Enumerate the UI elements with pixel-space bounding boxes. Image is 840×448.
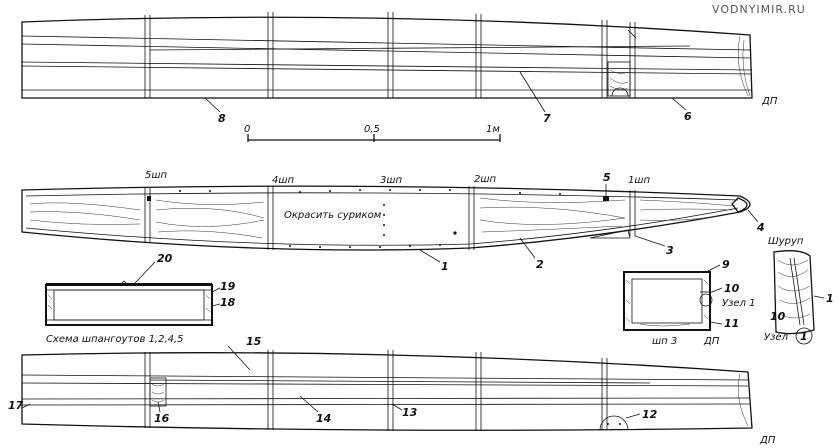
part-label-2: 2 — [536, 258, 544, 271]
part-label-6: 6 — [684, 110, 692, 123]
schema-caption: Схема шпангоутов 1,2,4,5 — [46, 334, 184, 345]
frame-label-3: 3шп — [380, 175, 403, 186]
part-label-10-node: 10 — [770, 310, 786, 323]
node-number-circle — [795, 327, 813, 345]
scale-tick-half: 0,5 — [364, 124, 380, 135]
dp-label-bottom: ДП — [759, 435, 776, 446]
bottom-hull-view — [21, 350, 753, 431]
watermark: VODNYIMIR.RU — [712, 3, 806, 16]
part-label-19: 19 — [220, 280, 236, 293]
part-label-14: 14 — [316, 412, 331, 425]
frame-label-5: 5шп — [145, 170, 168, 181]
frame-schema — [45, 280, 213, 326]
part-label-18: 18 — [220, 296, 236, 309]
part-label-9: 9 — [722, 258, 730, 271]
screw-label: Шуруп — [768, 236, 804, 247]
paint-note: Окрасить суриком — [284, 210, 382, 221]
scale-tick-1m: 1м — [486, 124, 500, 135]
part-label-1-node: 1 — [826, 292, 834, 305]
part-label-15: 15 — [246, 335, 262, 348]
part-label-8: 8 — [218, 112, 226, 125]
part-label-17: 17 — [8, 399, 24, 412]
part-label-3: 3 — [666, 244, 674, 257]
dp-label-frame3: ДП — [703, 336, 720, 347]
dp-label-top: ДП — [761, 96, 778, 107]
plan-view — [21, 185, 751, 251]
part-label-1-plan: 1 — [441, 260, 449, 273]
frame-label-1: 1шп — [628, 175, 651, 186]
part-label-10: 10 — [724, 282, 740, 295]
rivet-marks — [179, 189, 561, 248]
node-1-detail — [773, 250, 815, 335]
part-label-12: 12 — [642, 408, 658, 421]
frame-3-caption: шп 3 — [652, 336, 677, 347]
frame-3-detail — [623, 271, 713, 331]
part-label-5: 5 — [603, 171, 611, 184]
scale-tick-0: 0 — [244, 124, 250, 135]
frame-label-4: 4шп — [272, 175, 295, 186]
node-number: 1 — [800, 330, 808, 343]
part-label-16: 16 — [154, 412, 170, 425]
scale-bar: 0 0,5 1м — [244, 124, 501, 142]
part-label-7: 7 — [543, 112, 551, 125]
frame-label-2: 2шп — [474, 174, 497, 185]
node-1-label: Узел 1 — [722, 298, 756, 309]
part-label-11: 11 — [724, 317, 739, 330]
part-label-4: 4 — [756, 221, 765, 234]
node-circle-label: Узел — [764, 332, 789, 343]
part-label-20: 20 — [157, 252, 173, 265]
top-hull-view — [21, 12, 753, 99]
part-label-13: 13 — [402, 406, 418, 419]
